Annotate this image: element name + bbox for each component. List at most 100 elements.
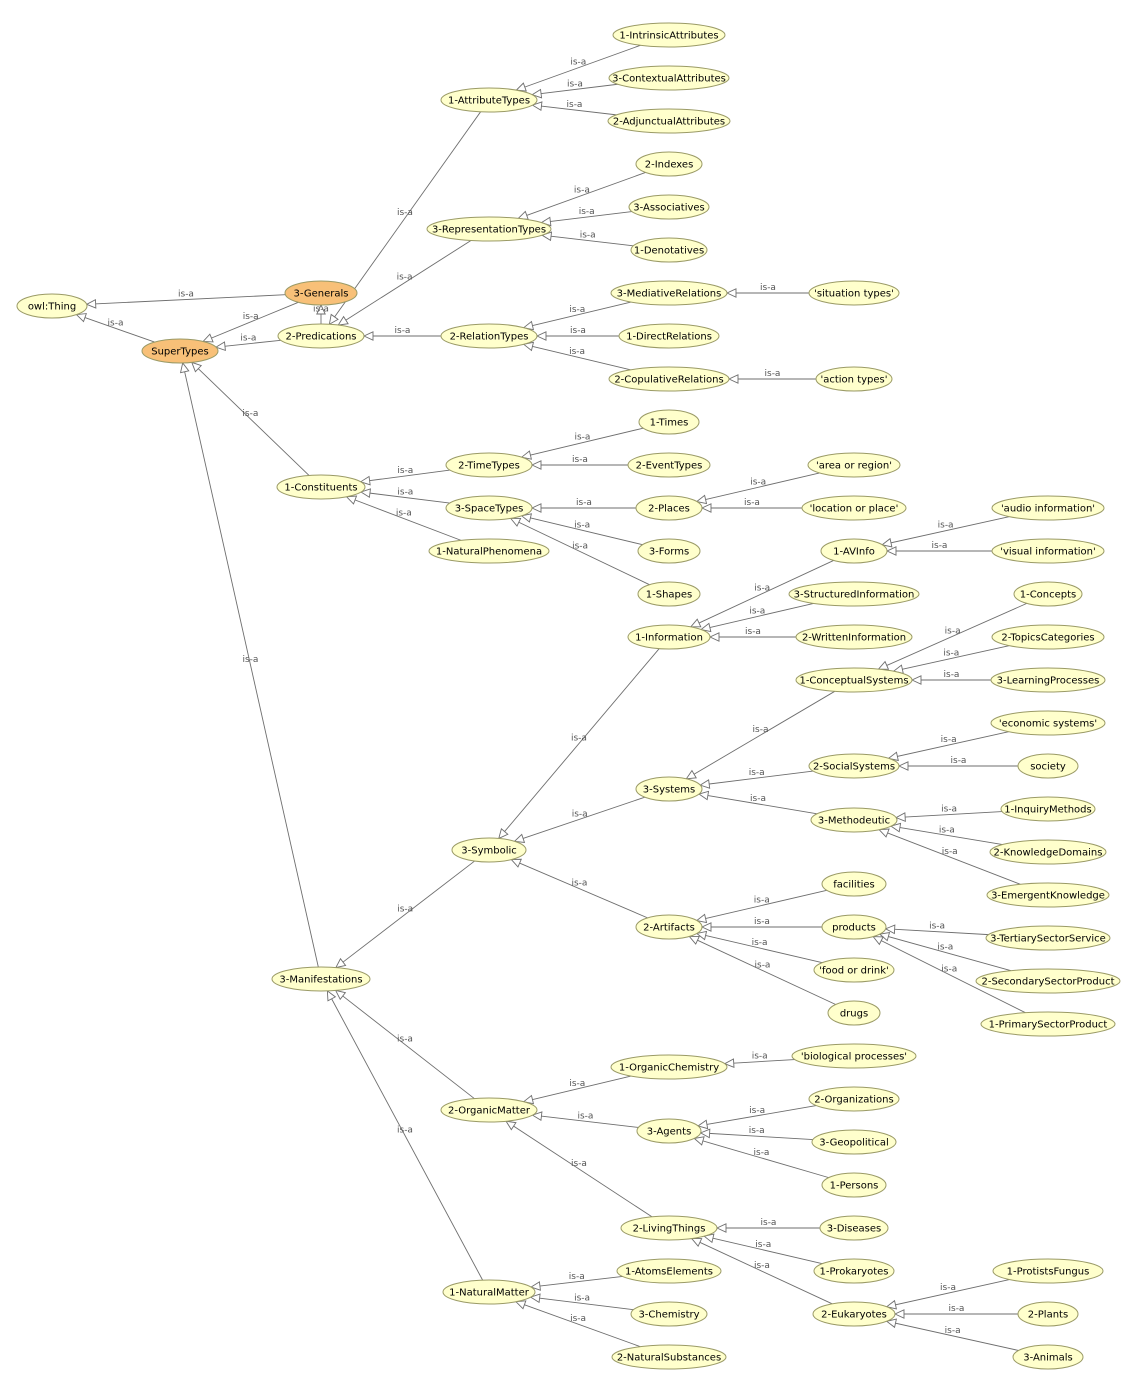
node-protists[interactable]: 1-ProtistsFungus bbox=[992, 1258, 1104, 1284]
node-rep[interactable]: 3-RepresentationTypes bbox=[426, 216, 552, 242]
arrow-head-icon bbox=[887, 751, 899, 762]
node-inquiry[interactable]: 1-InquiryMethods bbox=[1000, 796, 1096, 822]
node-learn[interactable]: 3-LearningProcesses bbox=[990, 667, 1106, 693]
node-event[interactable]: 2-EventTypes bbox=[627, 452, 711, 478]
node-ellipse bbox=[16, 293, 88, 319]
node-econ[interactable]: 'economic systems' bbox=[990, 710, 1106, 736]
node-loc[interactable]: 'location or place' bbox=[801, 495, 907, 521]
node-structinfo[interactable]: 3-StructuredInformation bbox=[788, 581, 920, 607]
isa-edge-cop-rel: is-a bbox=[522, 341, 631, 371]
node-generals[interactable]: 3-Generals bbox=[284, 280, 358, 306]
node-natsub[interactable]: 2-NaturalSubstances bbox=[611, 1344, 727, 1370]
node-natmat[interactable]: 1-NaturalMatter bbox=[442, 1279, 536, 1305]
arrow-head-icon bbox=[326, 989, 337, 1002]
arrow-head-icon bbox=[700, 922, 712, 932]
node-method[interactable]: 3-Methodeutic bbox=[810, 807, 898, 833]
node-visual[interactable]: 'visual information' bbox=[991, 538, 1105, 564]
node-sit[interactable]: 'situation types' bbox=[808, 280, 900, 306]
node-persons[interactable]: 1-Persons bbox=[821, 1172, 887, 1198]
node-prim[interactable]: 1-PrimarySectorProduct bbox=[980, 1011, 1116, 1037]
node-adj[interactable]: 2-AdjunctualAttributes bbox=[607, 108, 731, 134]
node-forms[interactable]: 3-Forms bbox=[637, 538, 701, 564]
node-label: 3-Diseases bbox=[827, 1224, 882, 1235]
node-concepts[interactable]: 1-Concepts bbox=[1013, 581, 1083, 607]
node-agents[interactable]: 3-Agents bbox=[636, 1118, 702, 1144]
node-space[interactable]: 3-SpaceTypes bbox=[445, 495, 533, 521]
node-emerg[interactable]: 3-EmergentKnowledge bbox=[986, 882, 1110, 908]
node-orgs[interactable]: 2-Organizations bbox=[808, 1086, 900, 1112]
node-places[interactable]: 2-Places bbox=[635, 495, 703, 521]
node-concsys[interactable]: 1-ConceptualSystems bbox=[795, 667, 913, 693]
node-living[interactable]: 2-LivingThings bbox=[620, 1215, 718, 1241]
node-audio[interactable]: 'audio information' bbox=[991, 495, 1105, 521]
node-ellipse bbox=[442, 1279, 536, 1305]
node-info[interactable]: 1-Information bbox=[627, 624, 711, 650]
arrow-head-icon bbox=[878, 828, 890, 838]
node-drugs[interactable]: drugs bbox=[827, 1000, 881, 1026]
node-food[interactable]: 'food or drink' bbox=[813, 957, 895, 983]
node-plants[interactable]: 2-Plants bbox=[1017, 1301, 1079, 1327]
node-ellipse bbox=[636, 1118, 702, 1144]
node-cont[interactable]: 3-ContextualAttributes bbox=[608, 65, 730, 91]
node-owl[interactable]: owl:Thing bbox=[16, 293, 88, 319]
node-dir[interactable]: 1-DirectRelations bbox=[618, 323, 720, 349]
node-ellipse bbox=[608, 366, 730, 392]
node-products[interactable]: products bbox=[821, 914, 887, 940]
isa-edge-info-symbolic: is-a bbox=[498, 648, 660, 840]
node-natph[interactable]: 1-NaturalPhenomena bbox=[428, 538, 550, 564]
node-pred[interactable]: 2-Predications bbox=[277, 323, 365, 349]
node-facil[interactable]: facilities bbox=[821, 871, 887, 897]
node-prok[interactable]: 1-Prokaryotes bbox=[813, 1258, 895, 1284]
node-tert[interactable]: 3-TertiarySectorService bbox=[985, 925, 1111, 951]
node-diseases[interactable]: 3-Diseases bbox=[819, 1215, 889, 1241]
node-med[interactable]: 3-MediativeRelations bbox=[610, 280, 728, 306]
node-symbolic[interactable]: 3-Symbolic bbox=[451, 837, 527, 863]
node-society[interactable]: society bbox=[1017, 753, 1079, 779]
node-social[interactable]: 2-SocialSystems bbox=[808, 753, 900, 779]
node-manif[interactable]: 3-Manifestations bbox=[271, 966, 371, 992]
edge-label: is-a bbox=[752, 1052, 768, 1062]
isa-edge-facil-artif: is-a bbox=[695, 889, 827, 924]
node-attr[interactable]: 1-AttributeTypes bbox=[440, 87, 538, 113]
arrow-head-icon bbox=[695, 913, 708, 924]
node-act[interactable]: 'action types' bbox=[815, 366, 893, 392]
node-area[interactable]: 'area or region' bbox=[807, 452, 901, 478]
node-geo[interactable]: 3-Geopolitical bbox=[811, 1129, 897, 1155]
edge-line bbox=[530, 1296, 634, 1311]
node-label: 2-NaturalSubstances bbox=[617, 1353, 721, 1364]
node-cop[interactable]: 2-CopulativeRelations bbox=[608, 366, 730, 392]
node-topics[interactable]: 2-TopicsCategories bbox=[991, 624, 1105, 650]
arrow-head-icon bbox=[881, 537, 893, 548]
node-orgchem[interactable]: 1-OrganicChemistry bbox=[610, 1054, 728, 1080]
node-systems[interactable]: 3-Systems bbox=[635, 776, 703, 802]
node-written[interactable]: 2-WrittenInformation bbox=[795, 624, 913, 650]
node-chem[interactable]: 3-Chemistry bbox=[630, 1301, 708, 1327]
node-euk[interactable]: 2-Eukaryotes bbox=[812, 1301, 896, 1327]
node-intr[interactable]: 1-IntrinsicAttributes bbox=[612, 22, 726, 48]
node-artif[interactable]: 2-Artifacts bbox=[635, 914, 703, 940]
node-avinfo[interactable]: 1-AVInfo bbox=[820, 538, 888, 564]
node-bio[interactable]: 'biological processes' bbox=[791, 1043, 917, 1069]
node-shapes[interactable]: 1-Shapes bbox=[637, 581, 701, 607]
node-label: 1-Times bbox=[650, 418, 689, 429]
edge-line bbox=[542, 234, 634, 247]
node-idx[interactable]: 2-Indexes bbox=[635, 151, 703, 177]
isa-edge-learn-concsys: is-a bbox=[910, 670, 991, 685]
isa-edge-agents-orgmat: is-a bbox=[531, 1111, 639, 1128]
node-animals[interactable]: 3-Animals bbox=[1012, 1344, 1084, 1370]
node-rel[interactable]: 2-RelationTypes bbox=[440, 323, 538, 349]
node-super[interactable]: SuperTypes bbox=[141, 338, 219, 364]
node-const[interactable]: 1-Constituents bbox=[276, 474, 366, 500]
node-label: 2-KnowledgeDomains bbox=[994, 848, 1103, 859]
node-times[interactable]: 1-Times bbox=[638, 409, 700, 435]
isa-edge-natmat-manif: is-a bbox=[326, 989, 484, 1281]
node-knowdom[interactable]: 2-KnowledgeDomains bbox=[989, 839, 1107, 865]
node-atoms[interactable]: 1-AtomsElements bbox=[616, 1258, 722, 1284]
node-second[interactable]: 2-SecondarySectorProduct bbox=[975, 968, 1121, 994]
node-orgmat[interactable]: 2-OrganicMatter bbox=[440, 1097, 538, 1123]
edge-line bbox=[686, 690, 836, 780]
node-timet[interactable]: 2-TimeTypes bbox=[445, 452, 533, 478]
node-label: 3-Associatives bbox=[633, 203, 705, 214]
node-deno[interactable]: 1-Denotatives bbox=[630, 237, 708, 263]
node-assoc[interactable]: 3-Associatives bbox=[628, 194, 710, 220]
